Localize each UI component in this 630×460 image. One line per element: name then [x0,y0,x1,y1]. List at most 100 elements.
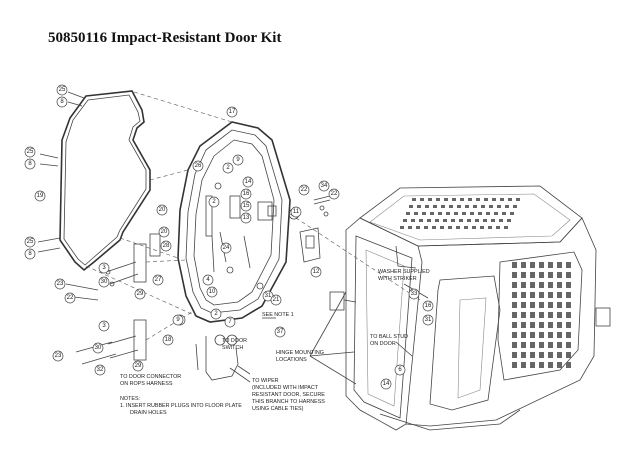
callout-balloon [240,188,252,200]
grille-hole [521,302,526,308]
grille-hole [539,322,544,328]
callout-balloon [98,262,110,274]
callout-balloon [240,200,252,212]
note-door-switch-line1: TO DOOR [222,338,247,344]
callout-balloon [54,278,66,290]
callout-balloon [56,96,68,108]
callout-balloon [34,190,46,202]
grille-hole [454,212,458,215]
callout-17: 17 [226,106,238,118]
callout-balloon [318,180,330,192]
note-hinge-line2: LOCATIONS [276,357,307,363]
callout-balloon [94,364,106,376]
grille-hole [566,352,571,358]
callout-balloon [310,266,322,278]
grille-hole [557,352,562,358]
grille-hole [539,332,544,338]
callout-number: 17 [229,109,236,115]
callout-number: 25 [27,149,34,155]
callout-balloon [380,378,392,390]
callout-number: 20 [159,207,166,213]
callout-number: 9 [176,317,180,323]
grille-hole [424,226,428,229]
door-frame [177,121,291,323]
callout-8: 8 [24,248,36,260]
callout-balloon [24,146,36,158]
callout-8: 8 [56,96,68,108]
callout-number: 20 [161,229,168,235]
grille-hole [433,205,437,208]
grille-hole [530,262,535,268]
note-door-connector-line1: TO DOOR CONNECTOR [120,374,181,380]
grille-hole [432,226,436,229]
note-door-connector: TO DOOR CONNECTOR ON ROPS HARNESS [120,374,181,387]
callout-13: 13 [240,212,252,224]
callout-number: 18 [165,337,172,343]
callout-number: 2 [212,199,216,205]
grille-hole [468,198,472,201]
callout-number: 2 [214,311,218,317]
grille-hole [548,342,553,348]
grille-hole [502,212,506,215]
callout-2: 2 [208,196,220,208]
callout-number: 15 [243,203,250,209]
grille-hole [492,198,496,201]
note-wiper-line2: (INCLUDED WITH IMPACT [252,385,319,391]
grille-hole [472,226,476,229]
grille-hole [557,362,562,368]
grille-hole [448,226,452,229]
callout-33: 33 [408,288,420,300]
grille-hole [530,322,535,328]
callout-balloon [208,196,220,208]
callout-balloon [242,176,254,188]
callout-number: 31 [265,293,272,299]
grille-hole [422,212,426,215]
callout-balloon [220,242,232,254]
grille-hole [491,219,495,222]
callout-number: 16 [425,303,432,309]
callout-number: 30 [101,279,108,285]
grille-hole [557,332,562,338]
wire-harness [195,334,251,383]
grille-hole [566,322,571,328]
grille-hole [420,198,424,201]
callout-balloon [274,326,286,338]
grille-hole [512,322,517,328]
callout-number: 27 [155,277,162,283]
grille-hole [566,272,571,278]
grille-hole [459,219,463,222]
note-1-line2: DRAIN HOLES [130,410,167,416]
grille-hole [548,322,553,328]
grille-hole [539,342,544,348]
grille-hole [566,362,571,368]
callout-balloon [156,204,168,216]
grille-hole [409,205,413,208]
callout-balloon [226,106,238,118]
callout-number: 28 [163,243,170,249]
grille-hole [488,226,492,229]
callout-balloon [328,188,340,200]
callout-24: 24 [220,242,232,254]
callout-balloon [240,212,252,224]
grille-hole [530,272,535,278]
grille-hole [566,312,571,318]
grille-hole [480,226,484,229]
grille-hole [512,292,517,298]
callout-balloon [92,342,104,354]
note-door-connector-line2: ON ROPS HARNESS [120,381,173,387]
callout-number: 2 [226,165,230,171]
grille-hole [548,262,553,268]
grille-hole [521,352,526,358]
note-1-line1: 1. INSERT RUBBER PLUGS INTO FLOOR PLATE [120,403,242,409]
callout-number: 9 [236,157,240,163]
callout-number: 10 [209,289,216,295]
grille-hole [521,282,526,288]
window-seal-gasket [59,90,151,272]
grille-hole [464,226,468,229]
grille-hole [530,332,535,338]
grille-hole [512,262,517,268]
grille-hole [457,205,461,208]
grille-hole [557,322,562,328]
callout-number: 11 [293,209,300,215]
note-wiper: TO WIPER (INCLUDED WITH IMPACT RESISTANT… [252,378,325,412]
